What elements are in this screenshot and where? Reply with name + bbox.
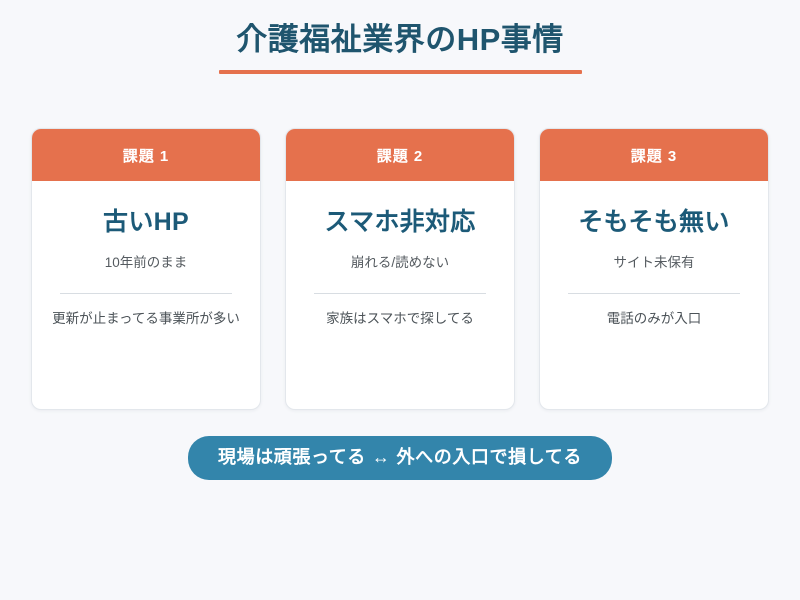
issue-card-1-title: 古いHP <box>103 208 189 236</box>
issue-card-3-title: そもそも無い <box>578 208 730 236</box>
summary-pill-wrap: 現場は頑張ってる↔外への入口で損してる <box>0 436 800 480</box>
bidirectional-arrow-icon: ↔ <box>371 447 391 467</box>
issue-card-3-divider <box>568 293 740 295</box>
issue-card-2-divider <box>314 293 486 295</box>
title-underline-rule <box>218 69 582 74</box>
issue-card-1-note: 更新が止まってる事業所が多い <box>52 311 240 327</box>
page-title-block: 介護福祉業界のHP事情 <box>0 22 800 74</box>
issue-card-2-subtitle: 崩れる/読めない <box>350 255 450 271</box>
issue-card-2-badge: 課題 2 <box>286 129 514 181</box>
issue-card-3-body: そもそも無い サイト未保有 電話のみが入口 <box>540 181 768 409</box>
issue-card-1[interactable]: 課題 1 古いHP 10年前のまま 更新が止まってる事業所が多い <box>31 128 261 410</box>
issue-card-3-note: 電話のみが入口 <box>606 311 702 327</box>
issue-card-3-badge: 課題 3 <box>540 129 768 181</box>
issue-card-2-body: スマホ非対応 崩れる/読めない 家族はスマホで探してる <box>286 181 514 409</box>
summary-pill-left-text: 現場は頑張ってる <box>218 447 366 467</box>
issue-card-2-note: 家族はスマホで探してる <box>326 311 474 327</box>
issue-card-2[interactable]: 課題 2 スマホ非対応 崩れる/読めない 家族はスマホで探してる <box>285 128 515 410</box>
issue-card-3[interactable]: 課題 3 そもそも無い サイト未保有 電話のみが入口 <box>539 128 769 410</box>
issue-card-1-divider <box>60 293 232 295</box>
summary-pill: 現場は頑張ってる↔外への入口で損してる <box>188 436 612 480</box>
summary-pill-right-text: 外への入口で損してる <box>396 447 582 467</box>
issue-card-2-title: スマホ非対応 <box>324 208 476 236</box>
issue-card-3-subtitle: サイト未保有 <box>613 255 695 271</box>
issue-card-1-badge: 課題 1 <box>32 129 260 181</box>
issue-cards-row: 課題 1 古いHP 10年前のまま 更新が止まってる事業所が多い 課題 2 スマ… <box>31 128 769 410</box>
issue-card-1-body: 古いHP 10年前のまま 更新が止まってる事業所が多い <box>32 181 260 409</box>
page-title: 介護福祉業界のHP事情 <box>236 22 564 57</box>
issue-card-1-subtitle: 10年前のまま <box>104 255 188 271</box>
